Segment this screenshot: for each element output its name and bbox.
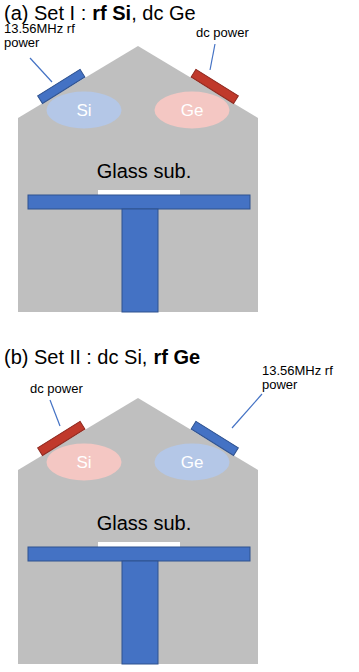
power-label: 13.56MHz rf power [262,364,354,393]
panel-title: rf Si [92,2,131,24]
target-ellipse: Ge [154,91,230,129]
chamber-body [18,398,258,664]
target-label: Ge [181,454,204,471]
holder-stem [122,561,158,664]
ellipse-fill [47,444,122,481]
leader-line [50,400,60,426]
target-ellipse: Si [46,443,122,481]
substrate-holder [28,547,250,561]
leader-line [210,44,215,70]
target-ellipse: Si [46,91,122,129]
ellipse-fill [155,444,230,481]
power-label: dc power [30,382,120,396]
target-label: Si [76,102,91,119]
leader-line [232,394,262,428]
chamber-body [18,46,258,312]
title-row: (a) Set I : rf Si, dc Ge [4,2,196,24]
panel-title: , dc Ge [131,2,195,24]
chamber-b [18,394,262,664]
substrate-holder [28,195,250,209]
leader-line [30,58,52,82]
target-label: Si [76,454,91,471]
chamber-a [18,44,258,312]
glass-substrate [98,190,180,195]
panel-title: rf Ge [153,346,200,368]
target-label: Ge [181,102,204,119]
power-label: dc power [196,26,286,40]
ellipse-fill [155,92,230,129]
target-ellipse: Ge [154,443,230,481]
title-row: (b) Set II : dc Si, rf Ge [4,346,200,368]
substrate-label: Glass sub. [84,160,204,182]
holder-stem [122,209,158,312]
panel-title: (a) Set I : [4,2,86,24]
power-label: 13.56MHz rf power [4,22,96,51]
glass-substrate [98,542,180,547]
substrate-label: Glass sub. [84,512,204,534]
ellipse-fill [47,92,122,129]
panel-title: (b) Set II : dc Si, [4,346,147,368]
